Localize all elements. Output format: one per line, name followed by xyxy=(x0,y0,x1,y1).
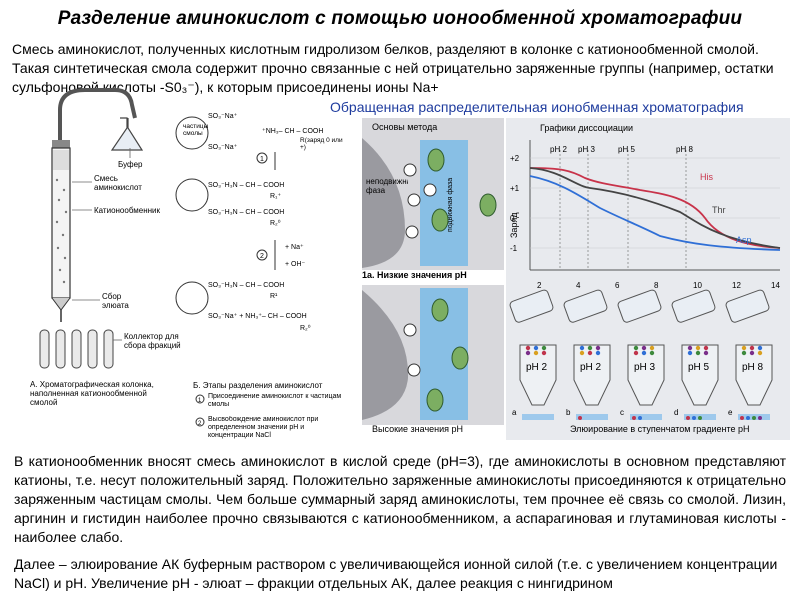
curve-thr xyxy=(529,167,781,249)
step-1: 1 xyxy=(260,156,264,163)
collector-tubes xyxy=(39,329,114,369)
chart-xtick: 4 xyxy=(576,281,581,290)
resin-particle-1 xyxy=(175,116,209,150)
chart-ytick: -1 xyxy=(510,244,518,253)
step-2: 2 xyxy=(260,253,264,260)
stage-r2: частицы смолы xyxy=(183,123,209,137)
stage-na: + Na⁺ xyxy=(285,244,304,251)
stage-eq1b: R(заряд 0 или +) xyxy=(300,137,343,151)
method-figure: Основы метода неподвижная фаза подвижная… xyxy=(362,118,504,434)
stage-eq3c: SO₃⁻Na⁺ + NH₃⁺– CH – COOH xyxy=(208,313,307,320)
tube-pipe xyxy=(58,88,137,150)
stage-eq1a: ⁺NH₃– CH – COOH xyxy=(262,128,323,135)
chart-xtick: 6 xyxy=(615,281,620,290)
low-ph-label: 1а. Низкие значения pH xyxy=(362,270,467,280)
elution-tube xyxy=(681,344,719,406)
chart-ytick: 0 xyxy=(510,214,515,223)
column-body xyxy=(51,147,71,299)
tube-letter: a xyxy=(512,408,517,417)
resin-particle-2 xyxy=(175,178,209,212)
tube-ph-label: pH 2 xyxy=(526,362,548,373)
caption-a: А. Хроматографическая колонка, наполненн… xyxy=(30,380,154,407)
column-outlet xyxy=(51,297,71,311)
elution-tube xyxy=(519,344,557,406)
stage-eq3d: R₂⁰ xyxy=(300,324,311,332)
chart-xtick: 2 xyxy=(537,281,542,290)
chart-ph-mark: pH 5 xyxy=(618,145,635,154)
stage-eq3a: SO₃⁻H₃N – CH – COOH xyxy=(208,282,284,289)
chart-ph-mark: pH 8 xyxy=(676,145,693,154)
stationary-label: неподвижная фаза xyxy=(366,177,408,195)
high-ph-label: Высокие значения pH xyxy=(372,424,463,434)
chart-title: Графики диссоциации xyxy=(540,123,633,133)
method-basis: Основы метода xyxy=(372,122,437,132)
page-title: Разделение аминокислот с помощью ионообм… xyxy=(57,8,743,29)
mixture-layer xyxy=(53,150,69,170)
tube-ph-label: pH 8 xyxy=(742,362,764,373)
tube-letter: e xyxy=(728,408,733,417)
chart-xtick: 10 xyxy=(693,281,702,290)
resin-particle-3 xyxy=(175,281,209,315)
stage-oh: + OH⁻ xyxy=(285,261,306,268)
tube-letter: d xyxy=(674,408,678,417)
cation-label: Катионообменник xyxy=(94,206,160,215)
elution-tube xyxy=(735,344,773,406)
caption-b: Б. Этапы разделения аминокислот xyxy=(193,381,323,390)
buffer-label: Буфер xyxy=(118,160,143,169)
high-ph-molecules xyxy=(403,298,469,412)
stage-eq2c: SO₃⁻H₃N – CH – COOH xyxy=(208,209,284,216)
collector-label: Коллектор для сбора фракций xyxy=(124,332,181,350)
panel-title: Обращенная распределительная ионобменная… xyxy=(330,99,744,115)
svg-text:2: 2 xyxy=(198,421,202,427)
elution-tube xyxy=(573,344,611,406)
stationary-phase-low xyxy=(362,138,405,268)
chart-ph-mark: pH 3 xyxy=(578,145,595,154)
stationary-phase-high xyxy=(362,290,409,420)
stage-eq2b: R₁⁺ xyxy=(270,193,281,200)
series-label-asp: Asp xyxy=(736,235,752,245)
tube-ph-label: pH 5 xyxy=(688,362,710,373)
stage-r3: SO₃⁻Na⁺ xyxy=(208,144,238,151)
tube-ph-label: pH 2 xyxy=(580,362,602,373)
chart-ytick: +2 xyxy=(510,154,520,163)
stage-s2: Высвобождение аминокислот при определенн… xyxy=(208,416,319,439)
paragraph-elution: Далее – элюирование АК буферным растворо… xyxy=(14,556,778,591)
series-label-his: His xyxy=(700,172,713,182)
chart-xtick: 12 xyxy=(732,281,741,290)
curve-asp xyxy=(529,175,781,251)
tubes-caption: Элюирование в ступенчатом градиенте pH xyxy=(570,424,750,434)
tube-letter: c xyxy=(620,408,624,417)
chart-ylabel: Заряд xyxy=(509,212,519,238)
buffer-flask-icon xyxy=(110,117,144,151)
stage-eq3b: R¹ xyxy=(270,293,278,300)
series-label-thr: Thr xyxy=(712,205,726,215)
tube-ph-label: pH 3 xyxy=(634,362,656,373)
mobile-label: подвижная фаза xyxy=(447,178,454,232)
elution-tube xyxy=(627,344,665,406)
mixture-label: Смесь аминокислот xyxy=(94,174,142,192)
stage-eq2d: R₂⁰ xyxy=(270,219,281,227)
svg-text:1: 1 xyxy=(198,398,202,404)
chart-xtick: 14 xyxy=(771,281,780,290)
column-figure: Буфер Смесь аминокислот Катионообменник … xyxy=(30,88,181,407)
column-cap xyxy=(52,140,70,148)
low-ph-molecules xyxy=(403,148,497,239)
eluate-label: Сбор элюата xyxy=(102,292,129,310)
chart-xtick: 8 xyxy=(654,281,659,290)
tubes-figure: pH 2 a pH 2 b pH 3 c pH 5 d pH 8 e xyxy=(509,289,773,420)
tube-letter: b xyxy=(566,408,571,417)
stage-s1: Присоединение аминокислот к частицам смо… xyxy=(208,393,342,408)
paragraph-cation-exchange: В катионообменник вносят смесь аминокисл… xyxy=(14,453,786,545)
chart-ytick: +1 xyxy=(510,184,520,193)
chart-ph-mark: pH 2 xyxy=(550,145,567,154)
stage-eq2a: SO₃⁻H₃N – CH – COOH xyxy=(208,182,284,189)
stages-figure: SO₃⁻Na⁺ частицы смолы SO₃⁻Na⁺ ⁺NH₃– CH –… xyxy=(175,113,343,439)
stage-r1: SO₃⁻Na⁺ xyxy=(208,113,238,120)
